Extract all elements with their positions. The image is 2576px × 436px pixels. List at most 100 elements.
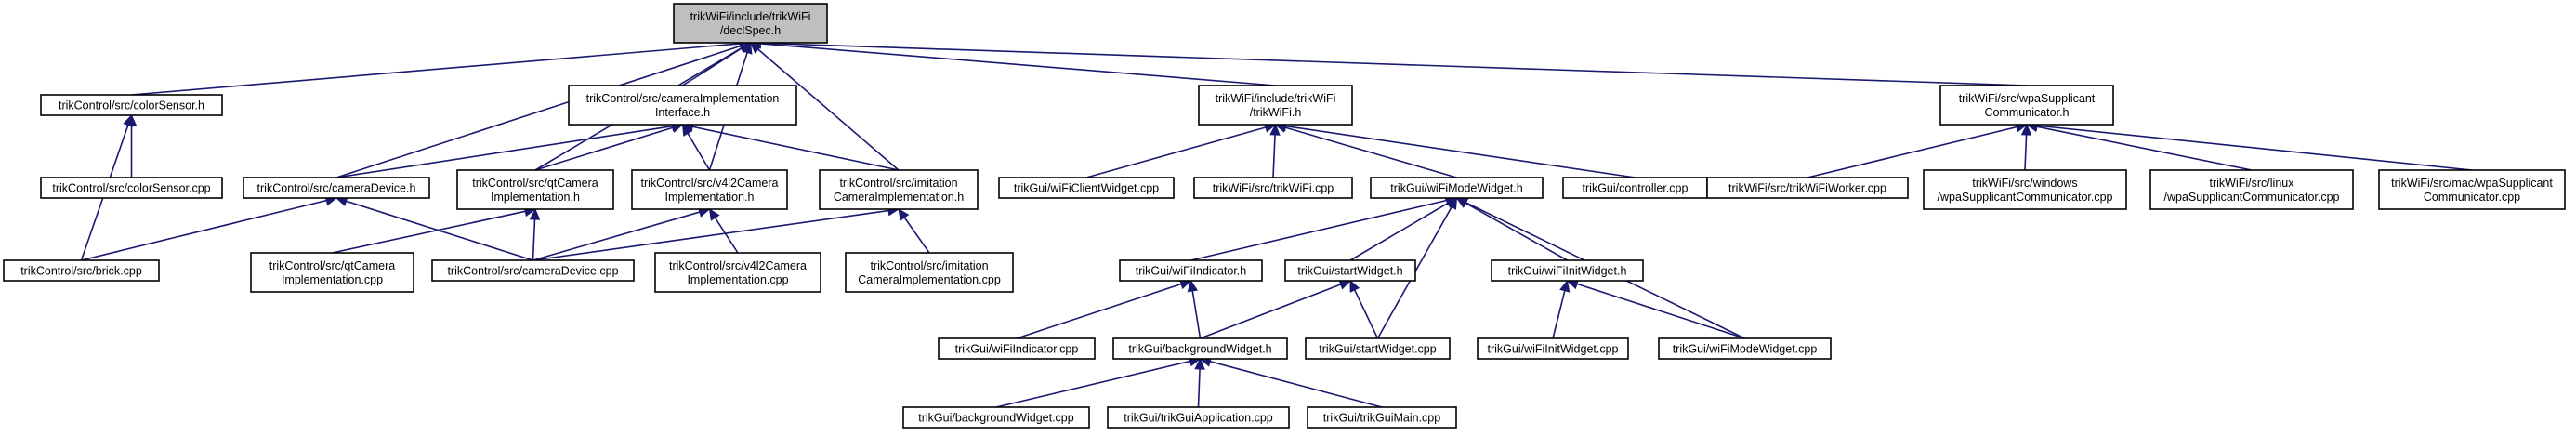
node-label: trikWiFi/src/trikWiFi.cpp <box>1213 182 1334 195</box>
edge-arrowhead <box>1349 279 1360 293</box>
dependency-edge <box>529 207 541 261</box>
file-node[interactable]: trikControl/src/colorSensor.cpp <box>40 177 223 199</box>
node-box <box>3 259 160 282</box>
node-label: CameraImplementation.h <box>834 191 964 204</box>
node-box <box>431 259 635 282</box>
edge-line <box>1552 290 1566 339</box>
file-node[interactable]: trikControl/src/qtCameraImplementation.c… <box>250 252 414 293</box>
node-box <box>1307 406 1457 429</box>
edge-arrowhead <box>1194 357 1205 370</box>
dependency-edge <box>335 121 684 178</box>
dependency-edge <box>1455 197 1568 261</box>
file-node[interactable]: trikWiFi/include/trikWiFi/declSpec.h <box>673 3 828 44</box>
file-node[interactable]: trikControl/src/cameraImplementationInte… <box>568 85 797 126</box>
node-label: trikGui/wiFiIndicator.cpp <box>955 343 1079 356</box>
edge-line <box>1354 289 1379 339</box>
file-node[interactable]: trikControl/src/imitationCameraImplement… <box>819 169 979 210</box>
edge-arrowhead <box>1187 279 1199 293</box>
file-node[interactable]: trikGui/wiFiInitWidget.cpp <box>1477 337 1629 360</box>
file-node[interactable]: trikControl/src/v4l2CameraImplementation… <box>654 252 821 293</box>
node-box <box>938 337 1096 360</box>
edge-line <box>760 42 2028 86</box>
edge-line <box>1200 284 1342 339</box>
file-node[interactable]: trikWiFi/include/trikWiFi/trikWiFi.h <box>1198 85 1353 126</box>
file-node[interactable]: trikGui/wiFiClientWidget.cpp <box>998 177 1175 199</box>
node-label: trikControl/src/qtCamera <box>269 259 395 272</box>
node-box <box>2378 169 2566 210</box>
node-box <box>631 169 788 210</box>
root-node-box <box>673 3 828 44</box>
edge-line <box>687 133 711 171</box>
file-node[interactable]: trikControl/src/v4l2CameraImplementation… <box>631 169 788 210</box>
node-box <box>40 94 223 116</box>
file-node[interactable]: trikGui/wiFiIndicator.h <box>1119 259 1263 282</box>
file-node[interactable]: trikControl/src/cameraDevice.cpp <box>431 259 635 282</box>
node-box <box>1658 337 1832 360</box>
node-label: trikGui/wiFiInitWidget.h <box>1508 265 1627 278</box>
file-node[interactable]: trikGui/wiFiIndicator.cpp <box>938 337 1096 360</box>
node-label: trikControl/src/cameraImplementation <box>586 92 780 105</box>
node-label: trikControl/src/cameraDevice.h <box>257 182 416 195</box>
file-node[interactable]: trikControl/src/brick.cpp <box>3 259 160 282</box>
edge-line <box>534 126 674 171</box>
file-node[interactable]: trikGui/wiFiModeWidget.h <box>1370 177 1544 199</box>
dependency-edge <box>749 42 900 171</box>
node-label: trikGui/wiFiInitWidget.cpp <box>1487 343 1618 356</box>
node-box <box>1923 169 2127 210</box>
node-label: trikControl/src/imitation <box>839 177 957 190</box>
edge-line <box>335 45 742 178</box>
edge-line <box>1807 126 2017 178</box>
file-node[interactable]: trikGui/startWidget.cpp <box>1305 337 1451 360</box>
dependency-edge <box>1274 122 1457 178</box>
dependency-edge <box>2025 120 2473 171</box>
node-box <box>40 177 223 199</box>
node-label: Implementation.h <box>491 191 580 204</box>
node-label: trikGui/backgroundWidget.cpp <box>918 412 1073 425</box>
node-box <box>998 177 1175 199</box>
node-box <box>1119 259 1263 282</box>
edge-line <box>1085 126 1267 178</box>
file-node[interactable]: trikWiFi/src/trikWiFi.cpp <box>1193 177 1353 199</box>
file-node[interactable]: trikGui/trikGuiMain.cpp <box>1307 406 1457 429</box>
file-node[interactable]: trikGui/controller.cpp <box>1562 177 1708 199</box>
file-node[interactable]: trikWiFi/src/windows/wpaSupplicantCommun… <box>1923 169 2127 210</box>
file-node[interactable]: trikControl/src/colorSensor.h <box>40 94 223 116</box>
node-box <box>1107 406 1290 429</box>
node-label: trikGui/startWidget.cpp <box>1319 343 1436 356</box>
edge-line <box>1285 125 1636 178</box>
edge-line <box>131 43 741 96</box>
file-node[interactable]: trikWiFi/src/trikWiFiWorker.cpp <box>1706 177 1909 199</box>
node-box <box>2149 169 2354 210</box>
node-box <box>568 85 797 126</box>
node-box <box>1477 337 1629 360</box>
file-node[interactable]: trikGui/wiFiModeWidget.cpp <box>1658 337 1832 360</box>
file-node[interactable]: trikControl/src/cameraDevice.h <box>243 177 430 199</box>
dependency-edge <box>1194 357 1205 408</box>
node-box <box>1305 337 1451 360</box>
file-node[interactable]: trikGui/wiFiInitWidget.h <box>1491 259 1644 282</box>
node-label: trikGui/controller.cpp <box>1583 182 1689 195</box>
node-box <box>1370 177 1544 199</box>
file-node[interactable]: trikGui/startWidget.h <box>1284 259 1416 282</box>
node-box <box>1112 337 1288 360</box>
file-node[interactable]: trikGui/trikGuiApplication.cpp <box>1107 406 1290 429</box>
edge-line <box>532 209 889 261</box>
node-label: trikGui/backgroundWidget.h <box>1128 343 1271 356</box>
file-node[interactable]: trikWiFi/src/linux/wpaSupplicantCommunic… <box>2149 169 2354 210</box>
file-node[interactable]: trikWiFi/src/wpaSupplicantCommunicator.h <box>1939 85 2114 126</box>
file-node[interactable]: trikGui/backgroundWidget.h <box>1112 337 1288 360</box>
file-node[interactable]: trikWiFi/src/mac/wpaSupplicantCommunicat… <box>2378 169 2566 210</box>
node-box <box>654 252 821 293</box>
dependency-edge <box>995 356 1202 408</box>
node-box <box>1491 259 1644 282</box>
file-node[interactable]: trikControl/src/imitationCameraImplement… <box>845 252 1014 293</box>
file-node[interactable]: trikGui/backgroundWidget.cpp <box>902 406 1090 429</box>
node-label: /declSpec.h <box>720 24 781 37</box>
edge-line <box>2036 125 2473 171</box>
edge-arrowhead <box>1446 196 1458 210</box>
dependency-edge <box>1807 122 2029 178</box>
edge-line <box>1190 199 1447 261</box>
node-label: Implementation.cpp <box>687 273 788 286</box>
edge-line <box>81 199 327 261</box>
